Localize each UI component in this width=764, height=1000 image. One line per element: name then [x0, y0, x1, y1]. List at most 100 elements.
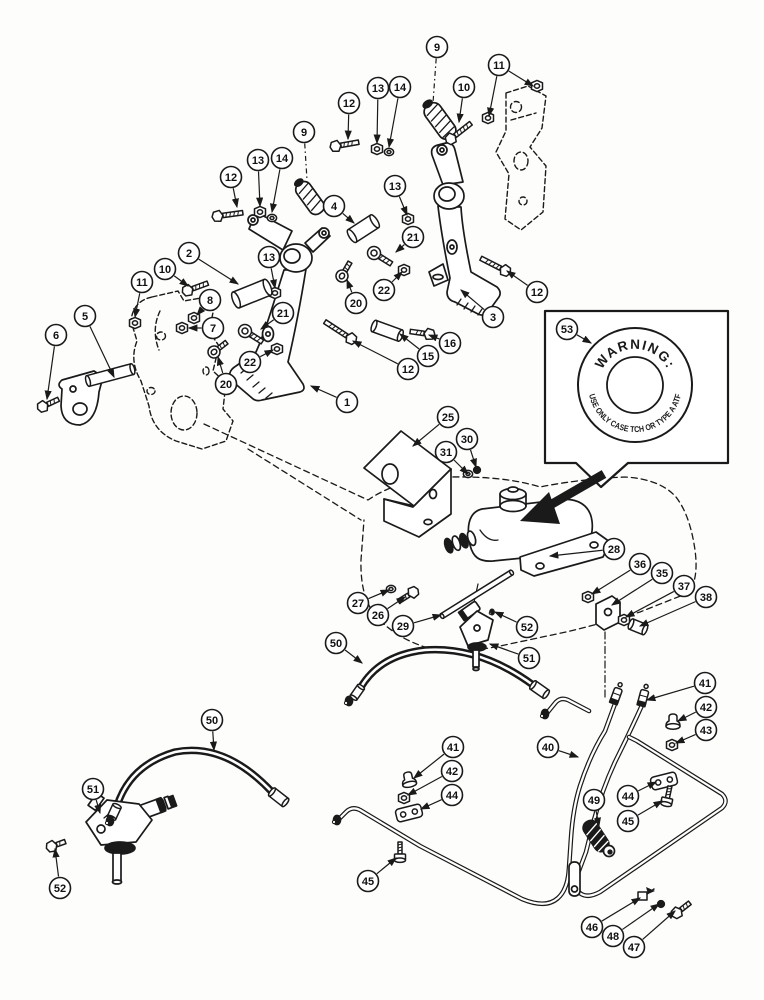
callout-leader — [398, 196, 408, 217]
callout-balloon — [694, 718, 718, 742]
callout-number: 22 — [378, 285, 390, 297]
phantom-bracket-top-right — [495, 85, 547, 231]
callout-leader — [413, 753, 445, 779]
part-elbow-fitting — [104, 815, 115, 827]
callout-balloon — [555, 317, 579, 341]
callout-balloon — [694, 695, 718, 719]
callout-leader — [44, 346, 55, 401]
part-bolt — [322, 319, 358, 346]
callout-leader — [576, 334, 593, 344]
callout-number: 30 — [461, 434, 473, 446]
callout-leader — [386, 98, 399, 149]
callout-number: 25 — [442, 412, 454, 424]
callout-leader — [231, 188, 239, 209]
part-nut — [481, 111, 495, 125]
callout-leader — [637, 800, 664, 816]
callout-leader — [487, 76, 498, 118]
callout-leader — [506, 270, 528, 286]
phantom-valve-outline — [203, 423, 697, 652]
callout-number: 45 — [362, 876, 374, 888]
callout-leader — [453, 459, 469, 475]
part-pin — [230, 278, 273, 309]
callout-number: 21 — [277, 308, 289, 320]
callout-number: 22 — [244, 357, 256, 369]
callout-balloon — [436, 405, 460, 429]
callout-leader — [638, 601, 696, 627]
callout-balloon — [198, 288, 222, 312]
callout-leader — [173, 275, 189, 287]
callout-balloon — [452, 75, 476, 99]
callout-balloon — [438, 331, 462, 355]
callout-number: 12 — [225, 172, 237, 184]
callout-leader — [346, 278, 354, 293]
callout-balloon — [238, 350, 262, 374]
part-connector-valve-51 — [457, 600, 494, 672]
callout-number: 47 — [628, 942, 640, 954]
callout-leader — [368, 589, 391, 600]
callout-balloon — [616, 784, 640, 808]
callout-number: 36 — [634, 559, 646, 571]
callout-number: 51 — [87, 784, 99, 796]
part-pin — [528, 680, 551, 700]
part-pin — [370, 319, 405, 343]
callout-number: 49 — [588, 795, 600, 807]
callout-number: 10 — [159, 264, 171, 276]
part-bolt — [670, 900, 692, 920]
callout-number: 6 — [53, 330, 59, 342]
part-washer — [383, 147, 395, 157]
callout-leader — [309, 385, 337, 398]
part-bolt — [409, 327, 436, 341]
part-nut — [665, 738, 679, 752]
callout-number: 13 — [263, 252, 275, 264]
callout-leader — [406, 775, 443, 796]
part-pedal-lever-3 — [428, 142, 501, 318]
part-grommet — [401, 771, 418, 789]
callout-number: 13 — [372, 83, 384, 95]
callout-leader — [590, 569, 631, 595]
part-tube-fitting — [636, 683, 650, 708]
callout-balloon — [396, 357, 420, 381]
part-pin — [267, 787, 290, 808]
callout-number: 26 — [372, 610, 384, 622]
callout-leader — [373, 99, 381, 145]
part-spring-9 — [293, 178, 326, 216]
part-bolt — [181, 280, 210, 297]
callout-leader — [260, 319, 275, 330]
decal-inner-ring — [606, 356, 664, 414]
callout-balloon — [322, 194, 346, 218]
callout-balloon — [441, 735, 465, 759]
callout-balloon — [257, 245, 281, 269]
part-stud-bolt — [335, 260, 353, 283]
part-eyebolt — [366, 245, 394, 267]
callout-balloon — [130, 270, 154, 294]
callout-balloon — [416, 344, 440, 368]
callout-leader — [399, 333, 420, 350]
part-pin — [439, 569, 515, 620]
callout-balloon — [337, 91, 361, 115]
part-grommet — [665, 713, 681, 730]
part-mounting-bracket-25 — [363, 430, 452, 538]
callout-balloon — [602, 537, 626, 561]
part-nut — [175, 321, 189, 335]
callout-leader — [391, 271, 403, 283]
part-connector-valve-51 — [85, 792, 178, 885]
part-bolt — [329, 139, 360, 153]
callout-leader — [259, 349, 275, 358]
callout-leader — [89, 326, 115, 379]
part-washer — [385, 584, 397, 594]
callout-number: 52 — [54, 883, 66, 895]
callout-balloon — [693, 671, 717, 695]
callout-balloon — [580, 915, 604, 939]
callout-leader — [269, 169, 281, 214]
callout-balloon — [622, 935, 646, 959]
part-clip — [637, 887, 655, 901]
callout-balloon — [425, 35, 449, 59]
callout-balloon — [672, 574, 696, 598]
part-pin — [84, 363, 136, 388]
callout-balloon — [335, 390, 359, 414]
callout-balloon — [455, 427, 479, 451]
callout-number: 51 — [523, 653, 535, 665]
callout-number: 10 — [458, 82, 470, 94]
